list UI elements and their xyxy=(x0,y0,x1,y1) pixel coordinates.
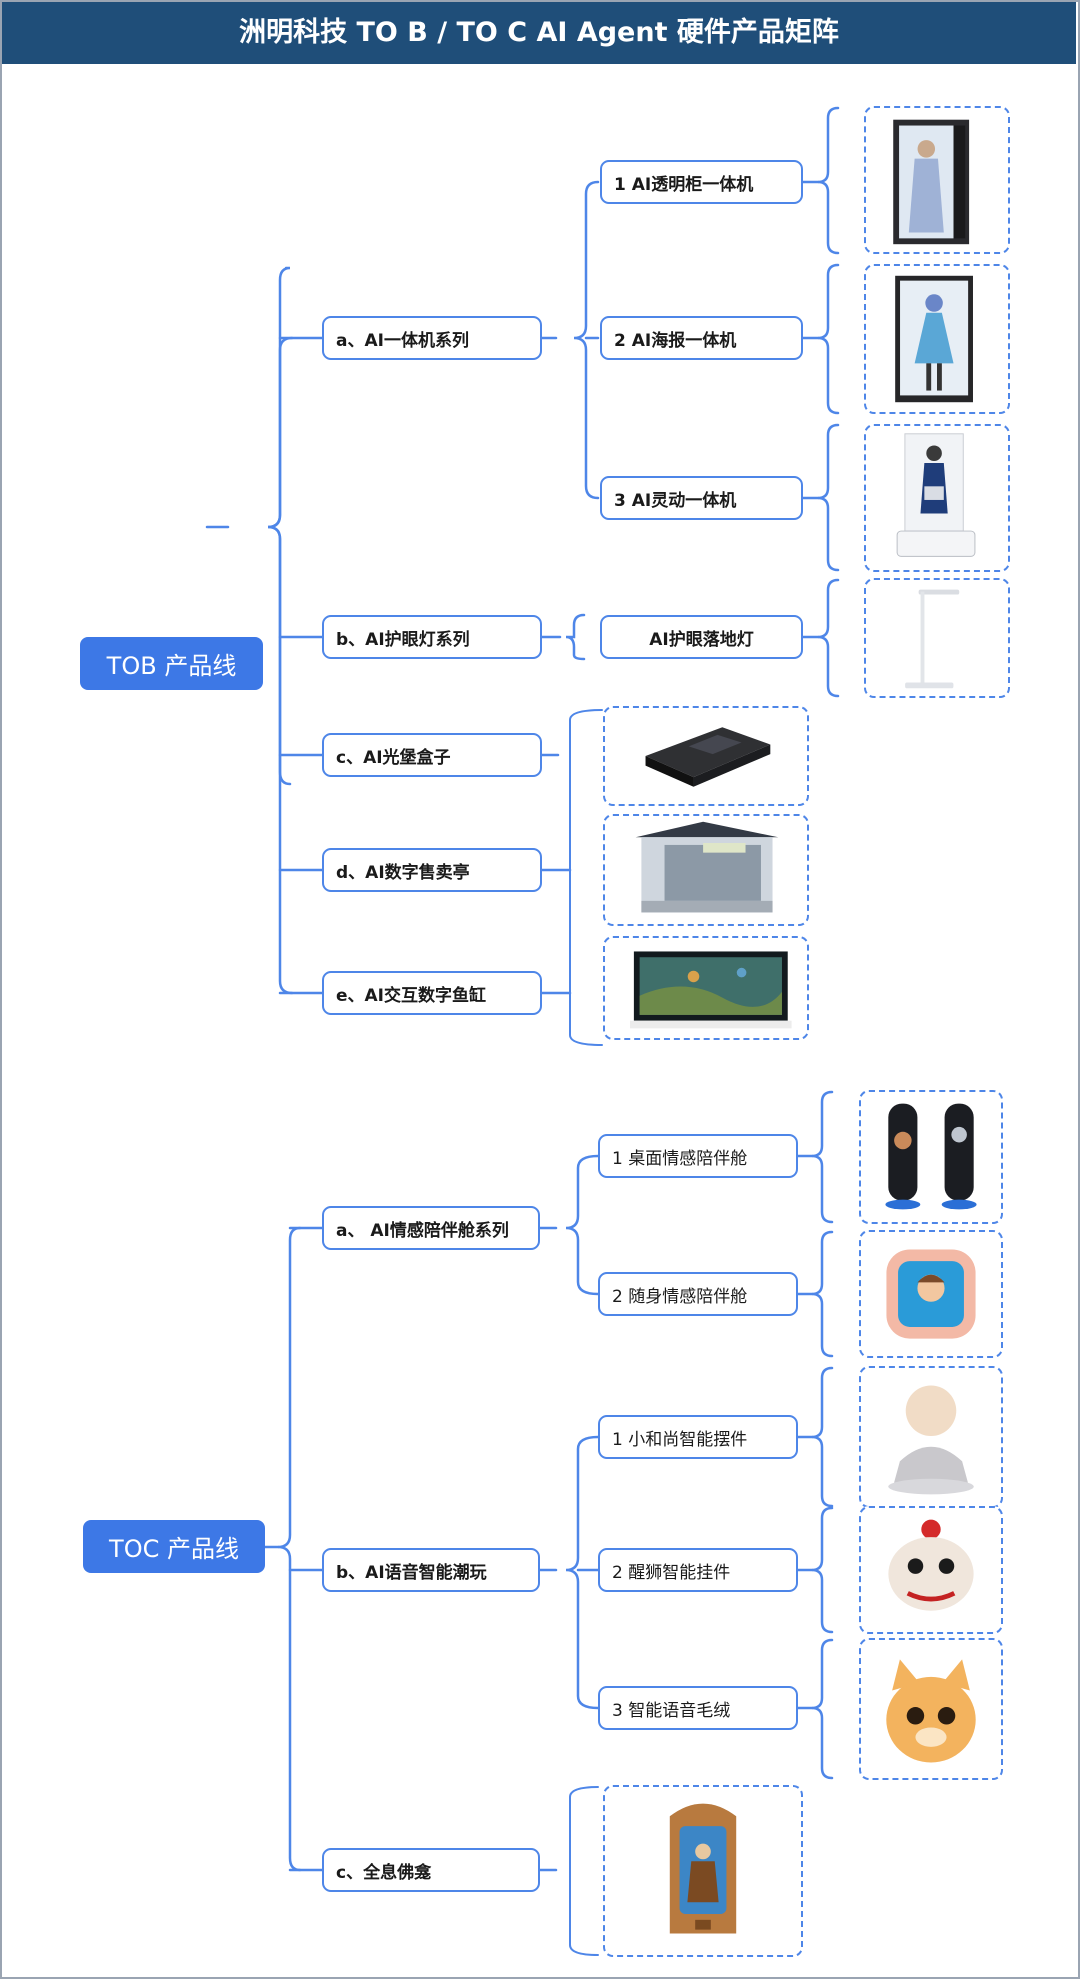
light-box-image xyxy=(603,706,809,806)
page-title: 洲明科技 TO B / TO C AI Agent 硬件产品矩阵 xyxy=(239,17,839,48)
tob-category-a[interactable]: a、AI一体机系列 xyxy=(322,316,542,360)
portable-companion-image xyxy=(859,1230,1003,1358)
tob-product-poster-machine[interactable]: 2 AI海报一体机 xyxy=(600,316,803,360)
tob-product-transparent-cabinet[interactable]: 1 AI透明柜一体机 xyxy=(600,160,803,204)
tob-product-agile-machine[interactable]: 3 AI灵动一体机 xyxy=(600,476,803,520)
floor-lamp-image xyxy=(864,578,1010,698)
toc-category-c[interactable]: c、全息佛龛 xyxy=(322,1848,540,1892)
toc-product-lion-pendant[interactable]: 2 醒狮智能挂件 xyxy=(598,1548,798,1592)
holographic-shrine-image xyxy=(603,1785,803,1957)
toc-root-node[interactable]: TOC 产品线 xyxy=(83,1520,265,1573)
tob-category-d[interactable]: d、AI数字售卖亭 xyxy=(322,848,542,892)
tob-root-node[interactable]: TOB 产品线 xyxy=(80,637,263,690)
monk-figure-image xyxy=(859,1366,1003,1508)
title-bar: 洲明科技 TO B / TO C AI Agent 硬件产品矩阵 xyxy=(2,2,1076,64)
poster-machine-image xyxy=(864,264,1010,414)
transparent-cabinet-image xyxy=(864,106,1010,254)
kiosk-image xyxy=(603,814,809,926)
lion-pendant-image xyxy=(859,1506,1003,1634)
tob-category-b[interactable]: b、AI护眼灯系列 xyxy=(322,615,542,659)
toc-product-monk-figure[interactable]: 1 小和尚智能摆件 xyxy=(598,1415,798,1459)
toc-product-desktop-companion[interactable]: 1 桌面情感陪伴舱 xyxy=(598,1134,798,1178)
fish-tank-image xyxy=(603,936,809,1040)
toc-category-a[interactable]: a、 AI情感陪伴舱系列 xyxy=(322,1206,540,1250)
toc-product-plush-cat[interactable]: 3 智能语音毛绒 xyxy=(598,1686,798,1730)
toc-category-b[interactable]: b、AI语音智能潮玩 xyxy=(322,1548,540,1592)
desktop-companion-image xyxy=(859,1090,1003,1224)
tob-category-c[interactable]: c、AI光堡盒子 xyxy=(322,733,542,777)
tob-product-floor-lamp[interactable]: AI护眼落地灯 xyxy=(600,615,803,659)
toc-product-portable-companion[interactable]: 2 随身情感陪伴舱 xyxy=(598,1272,798,1316)
tob-category-e[interactable]: e、AI交互数字鱼缸 xyxy=(322,971,542,1015)
plush-cat-image xyxy=(859,1638,1003,1780)
agile-machine-image xyxy=(864,424,1010,572)
